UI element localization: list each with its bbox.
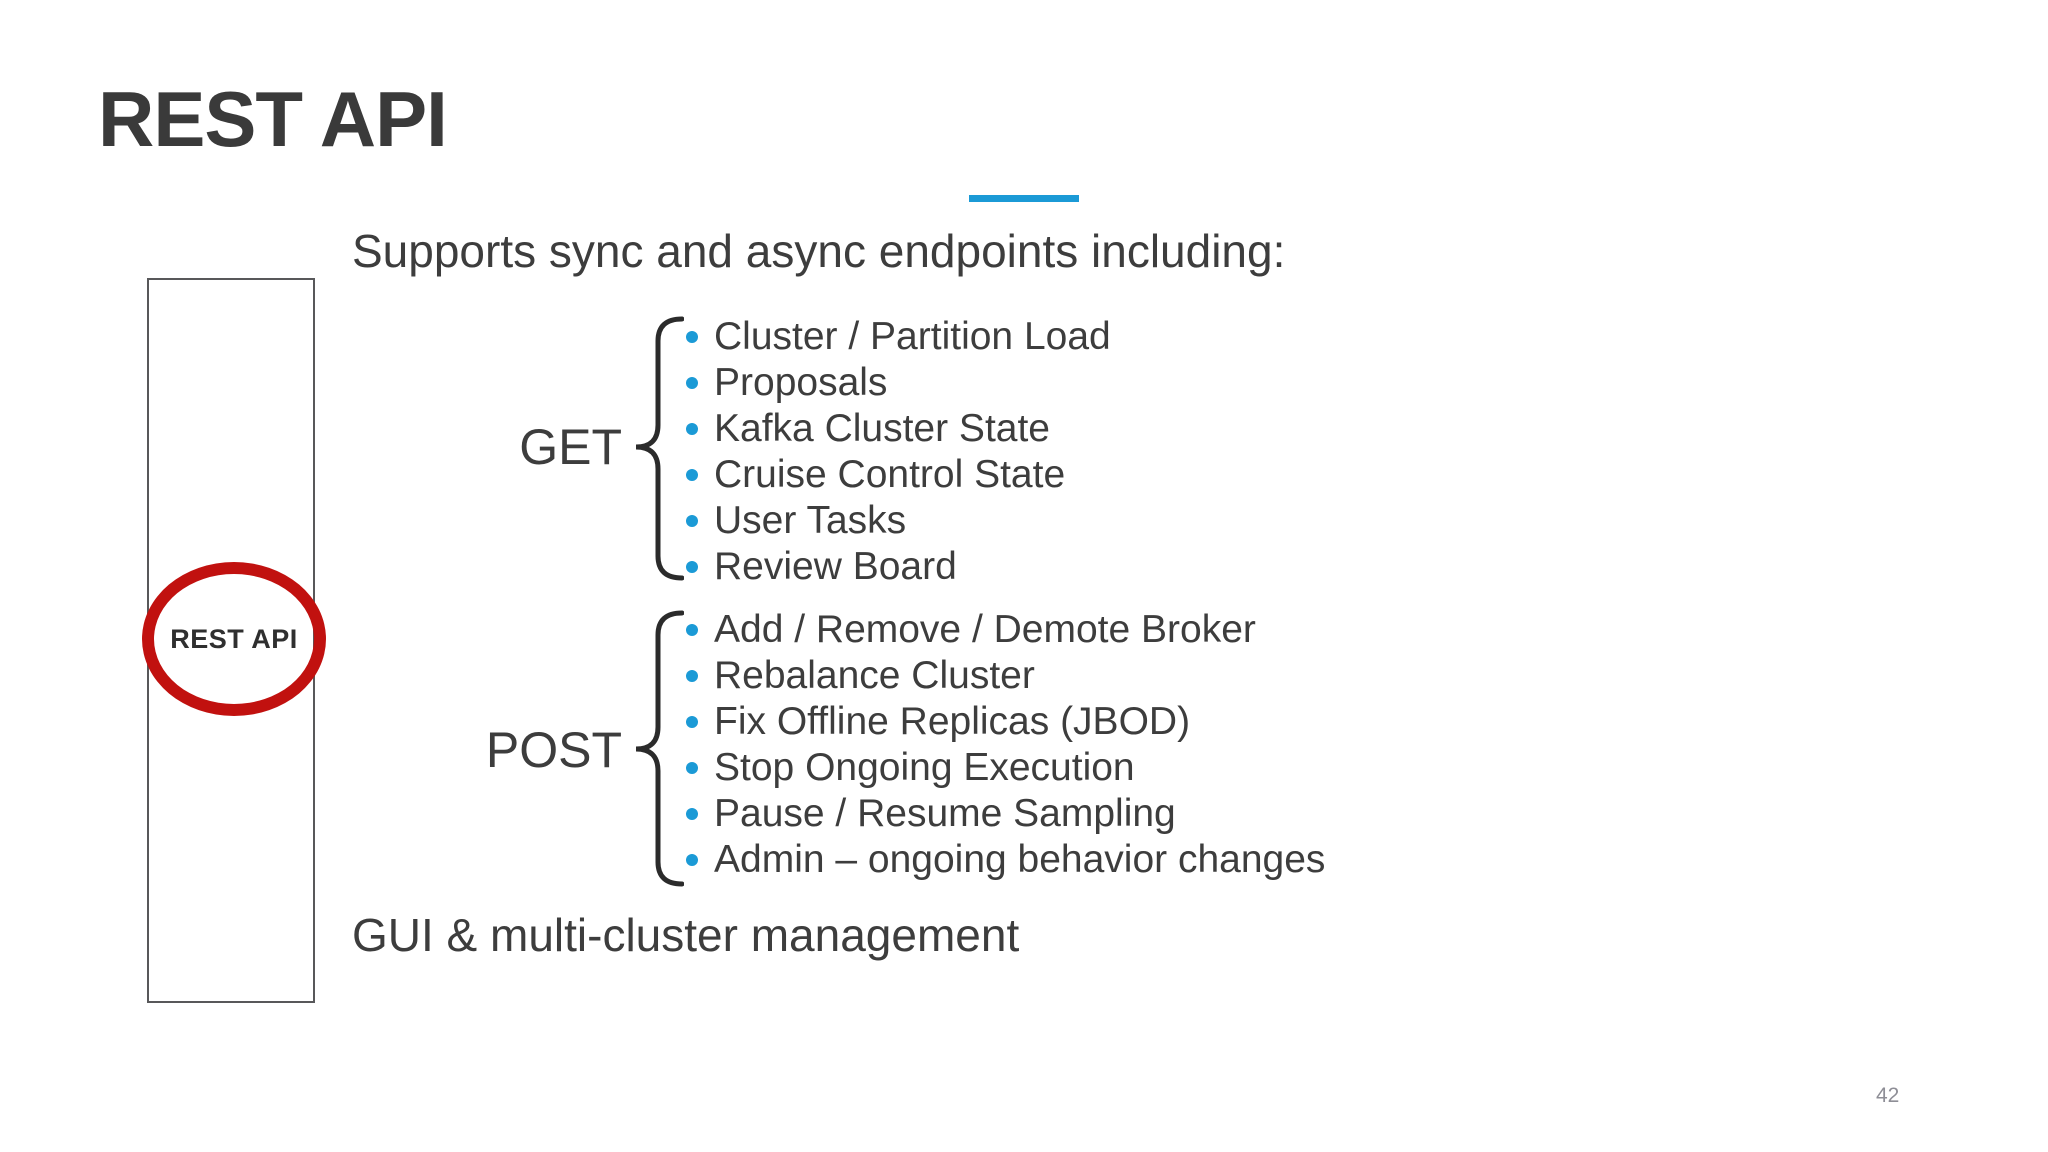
list-item: User Tasks: [676, 498, 1111, 544]
list-item: Cruise Control State: [676, 452, 1111, 498]
post-endpoint-list: Add / Remove / Demote Broker Rebalance C…: [676, 607, 1325, 883]
list-item: Fix Offline Replicas (JBOD): [676, 699, 1325, 745]
bullet-icon: [686, 515, 698, 527]
list-item: Admin – ongoing behavior changes: [676, 837, 1325, 883]
bullet-icon: [686, 624, 698, 636]
rest-api-box-label: REST API: [170, 623, 298, 654]
list-item: Proposals: [676, 360, 1111, 406]
list-item-label: Proposals: [714, 361, 888, 404]
get-endpoint-list: Cluster / Partition Load Proposals Kafka…: [676, 314, 1111, 590]
bullet-icon: [686, 377, 698, 389]
list-item-label: Add / Remove / Demote Broker: [714, 608, 1256, 651]
post-label: POST: [485, 722, 622, 778]
slide-heading: Supports sync and async endpoints includ…: [352, 225, 1286, 277]
list-item-label: Pause / Resume Sampling: [714, 792, 1176, 835]
list-item: Pause / Resume Sampling: [676, 791, 1325, 837]
bullet-icon: [686, 561, 698, 573]
list-item-label: Fix Offline Replicas (JBOD): [714, 700, 1191, 743]
list-item: Cluster / Partition Load: [676, 314, 1111, 360]
bullet-icon: [686, 423, 698, 435]
accent-divider: [969, 195, 1079, 202]
bullet-icon: [686, 762, 698, 774]
bullet-icon: [686, 854, 698, 866]
list-item: Review Board: [676, 544, 1111, 590]
post-brace-icon: [635, 610, 684, 887]
bullet-icon: [686, 808, 698, 820]
list-item-label: Rebalance Cluster: [714, 654, 1035, 697]
footer-note: GUI & multi-cluster management: [352, 909, 1020, 961]
list-item-label: Admin – ongoing behavior changes: [714, 838, 1326, 881]
list-item: Stop Ongoing Execution: [676, 745, 1325, 791]
bullet-icon: [686, 331, 698, 343]
list-item-label: Cruise Control State: [714, 453, 1066, 496]
page-number: 42: [1876, 1084, 1900, 1107]
page-title: REST API: [98, 75, 448, 163]
list-item-label: User Tasks: [714, 499, 907, 542]
list-item: Rebalance Cluster: [676, 653, 1325, 699]
get-brace-icon: [635, 316, 684, 581]
bullet-icon: [686, 469, 698, 481]
list-item: Add / Remove / Demote Broker: [676, 607, 1325, 653]
list-item-label: Stop Ongoing Execution: [714, 746, 1135, 789]
bullet-icon: [686, 716, 698, 728]
list-item-label: Kafka Cluster State: [714, 407, 1050, 450]
get-label: GET: [519, 419, 622, 475]
list-item-label: Review Board: [714, 545, 957, 588]
list-item-label: Cluster / Partition Load: [714, 315, 1111, 358]
list-item: Kafka Cluster State: [676, 406, 1111, 452]
bullet-icon: [686, 670, 698, 682]
rest-api-circle-highlight: REST API: [142, 562, 326, 716]
